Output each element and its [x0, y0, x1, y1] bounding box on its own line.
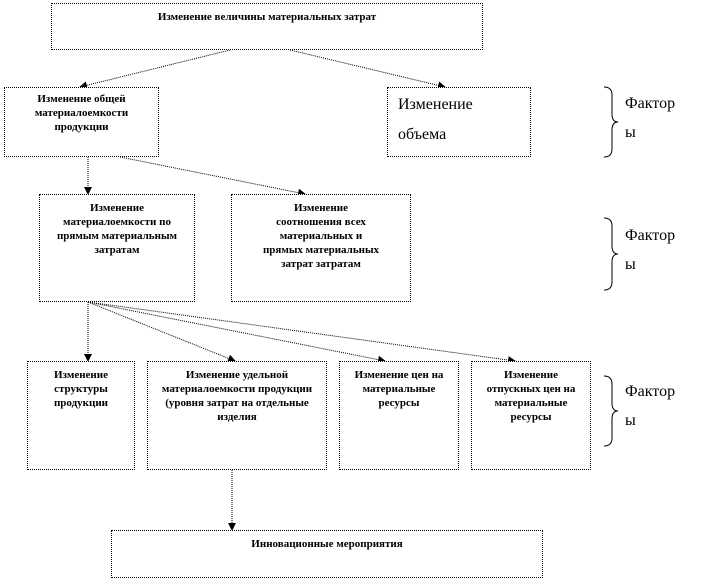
arrow — [119, 156, 306, 197]
factors-label-line2: ы — [625, 256, 636, 273]
volume-box: Изменение объема — [387, 87, 531, 157]
arrow — [87, 301, 386, 364]
material-intensity-box: Изменение общей материалоемкости продукц… — [4, 87, 159, 157]
arrow — [79, 49, 231, 90]
specific-intensity-box: Изменение удельной материалоемкости прод… — [147, 361, 327, 470]
factors-label: Фактор ы — [625, 221, 675, 279]
ratio-box: Изменение соотношения всех материальных … — [231, 194, 411, 302]
brace-icon — [603, 375, 619, 447]
arrow — [289, 49, 446, 90]
arrow — [87, 301, 516, 365]
factors-label-line2: ы — [625, 124, 636, 141]
brace-icon — [603, 86, 619, 158]
structure-box: Изменение структуры продукции — [27, 361, 135, 470]
innovation-box: Инновационные мероприятия — [111, 530, 543, 578]
factors-label-line1: Фактор — [625, 95, 676, 112]
brace-icon — [603, 217, 619, 291]
arrow — [87, 301, 236, 363]
factors-label-line1: Фактор — [625, 383, 676, 400]
factors-label-line2: ы — [625, 412, 636, 429]
factors-label: Фактор ы — [625, 377, 675, 435]
selling-prices-box: Изменение отпускных цен на материальные … — [471, 361, 591, 470]
factors-label-line1: Фактор — [625, 227, 676, 244]
top-box: Изменение величины материальных затрат — [51, 3, 483, 50]
prices-box: Изменение цен на материальные ресурсы — [339, 361, 459, 470]
factors-label: Фактор ы — [625, 89, 675, 147]
direct-costs-box: Изменение материалоемкости по прямым мат… — [39, 194, 195, 302]
